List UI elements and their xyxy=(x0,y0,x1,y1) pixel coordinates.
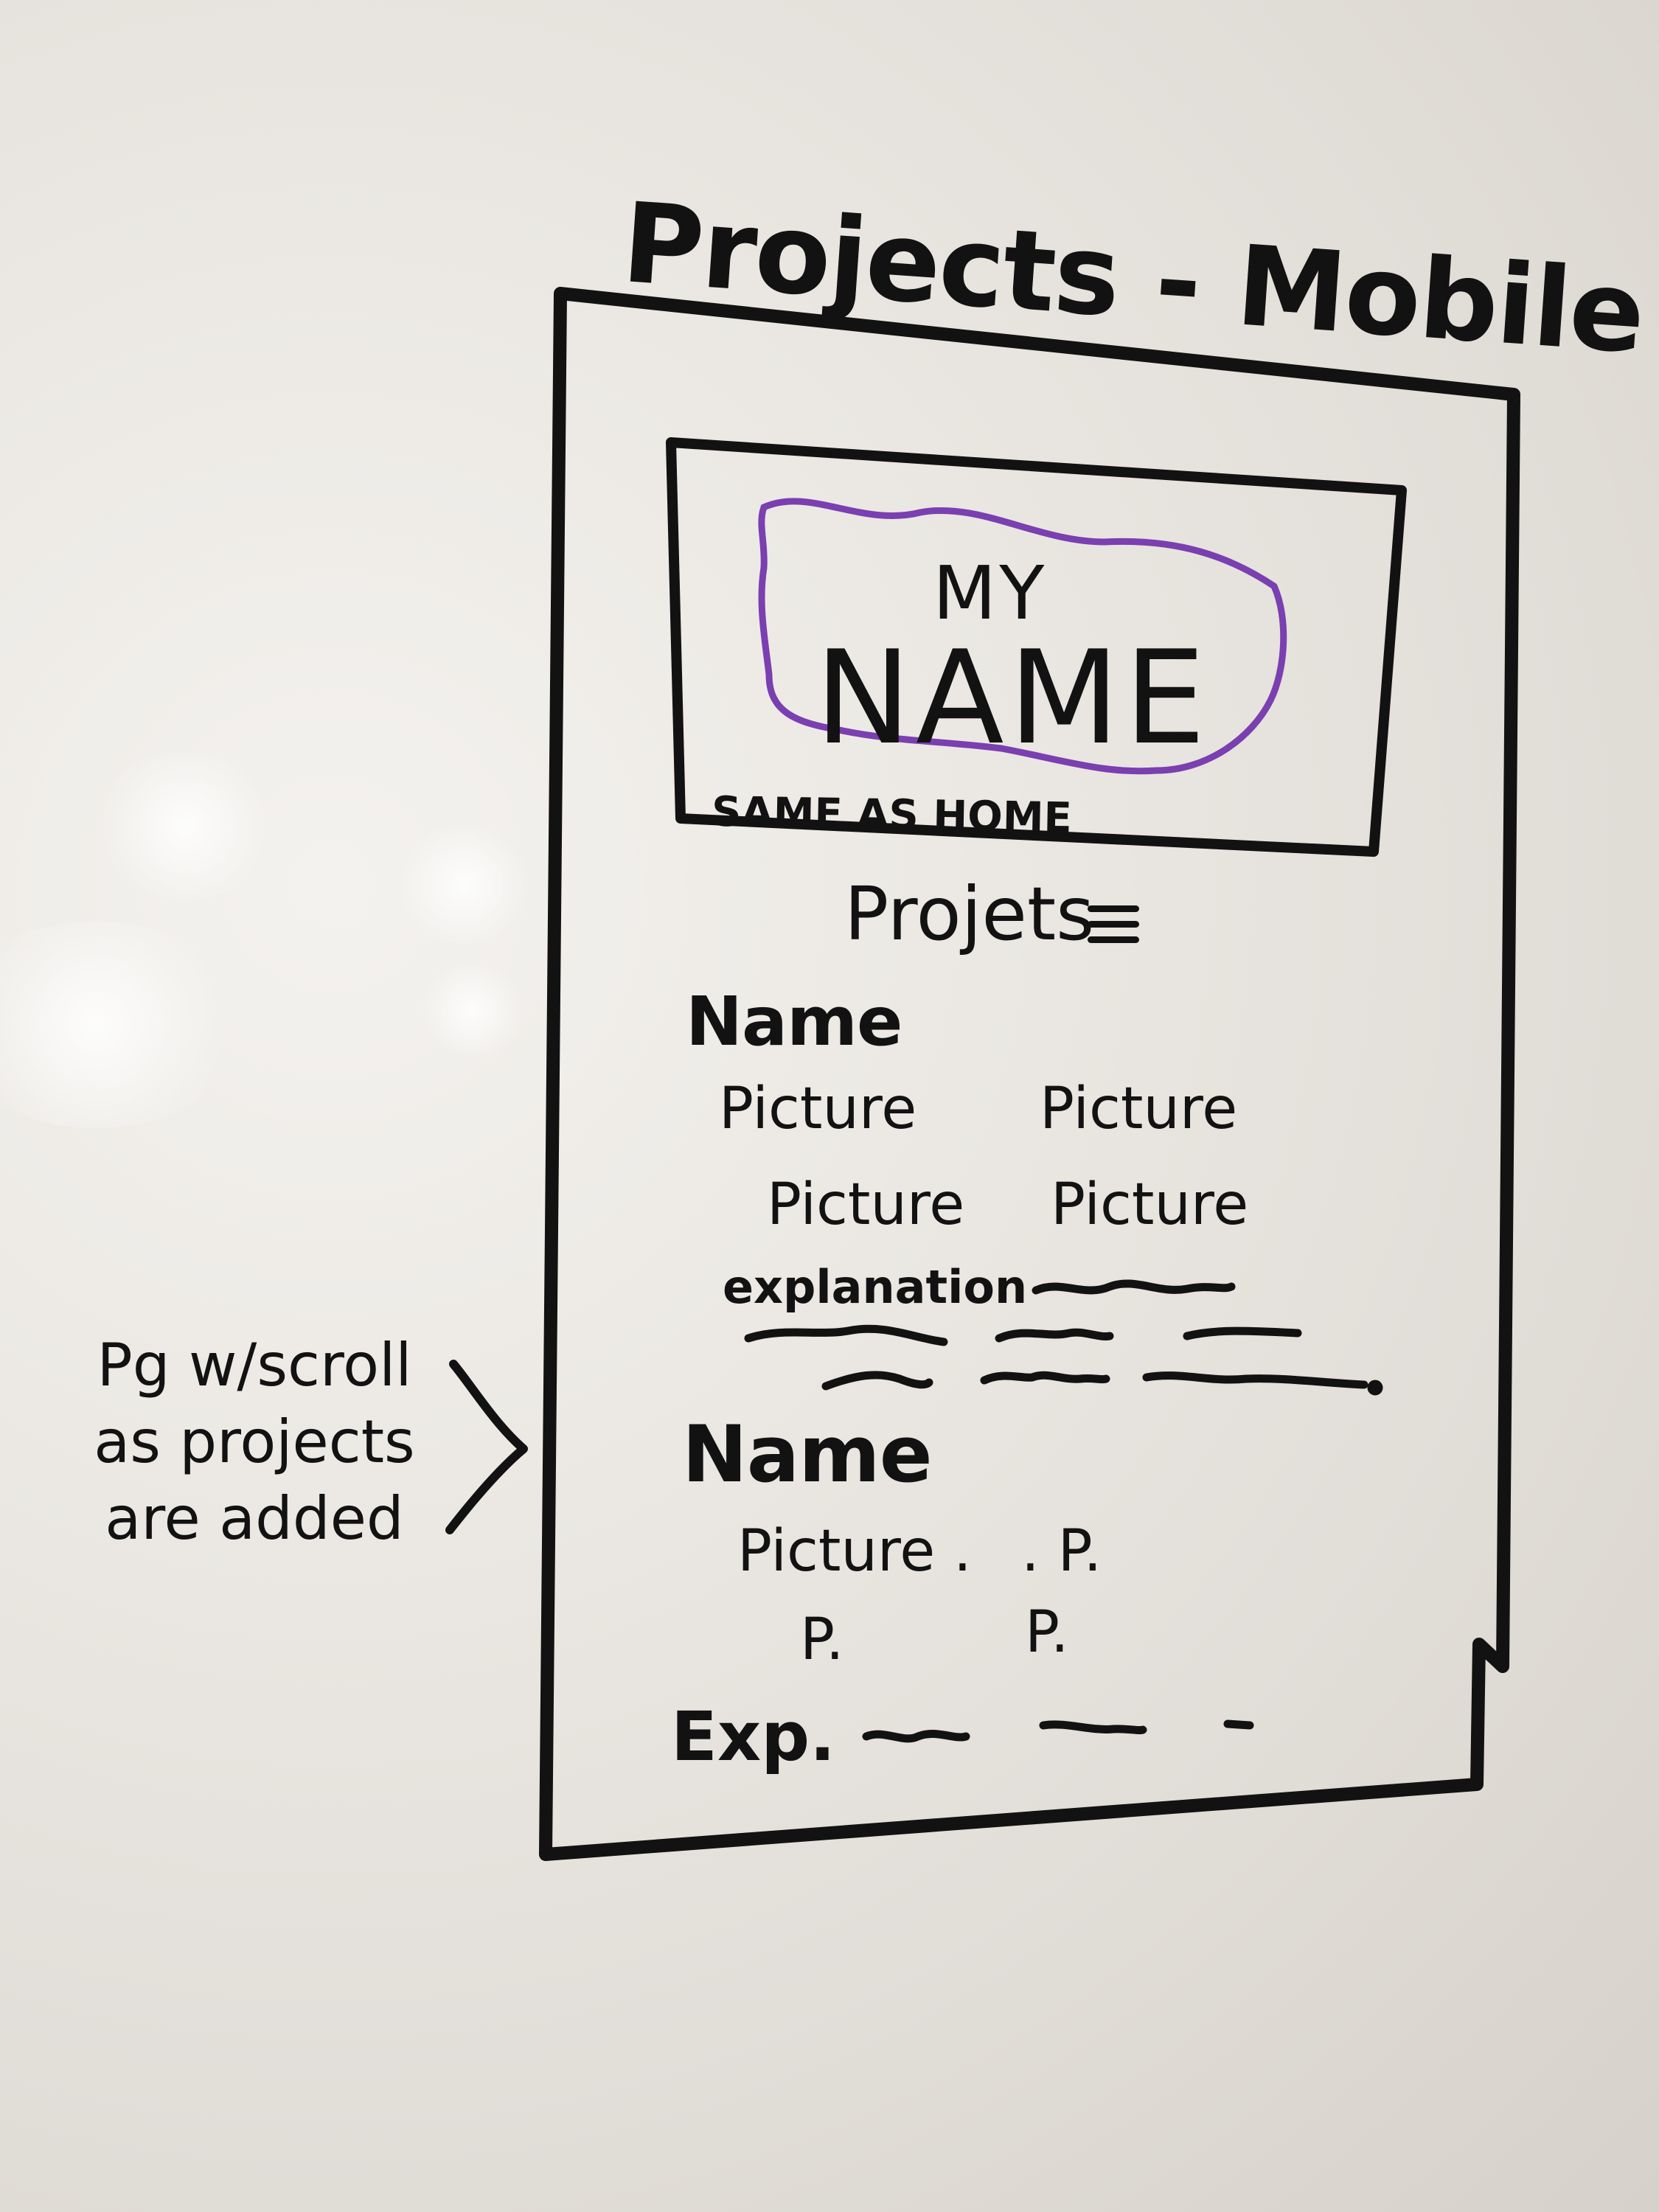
project-picture[interactable]: Picture xyxy=(1040,1076,1238,1142)
header-note: SAME AS HOME xyxy=(711,787,1073,843)
project-explanation: explanation xyxy=(723,1260,1028,1314)
project-name: Name xyxy=(682,1409,933,1500)
nav-label[interactable]: Projets xyxy=(844,871,1095,957)
header-name-small: MY xyxy=(933,550,1048,636)
phone-frame xyxy=(539,287,1520,1861)
project-picture[interactable]: P. xyxy=(800,1607,844,1673)
project-picture[interactable]: P. xyxy=(1025,1599,1069,1666)
project-picture[interactable]: Picture xyxy=(1051,1172,1249,1238)
project-picture[interactable]: Picture xyxy=(767,1172,965,1238)
annotation-line: Pg w/scroll xyxy=(97,1331,412,1399)
brace-arrow-icon xyxy=(445,1360,528,1534)
name-highlight-circle xyxy=(758,498,1287,775)
project-picture[interactable]: . P. xyxy=(1021,1518,1102,1585)
annotation-line: are added xyxy=(105,1484,404,1553)
project-picture[interactable]: Picture . xyxy=(737,1518,972,1585)
project-explanation: Exp. xyxy=(671,1697,835,1776)
project-picture[interactable]: Picture xyxy=(719,1076,917,1142)
annotation-line: as projects xyxy=(94,1408,415,1476)
project-name: Name xyxy=(686,982,902,1061)
scroll-annotation: Pg w/scroll as projects are added xyxy=(48,1327,461,1557)
header-name-large: NAME xyxy=(815,624,1211,773)
hamburger-menu-icon[interactable] xyxy=(1088,905,1139,950)
header-box xyxy=(666,437,1407,857)
